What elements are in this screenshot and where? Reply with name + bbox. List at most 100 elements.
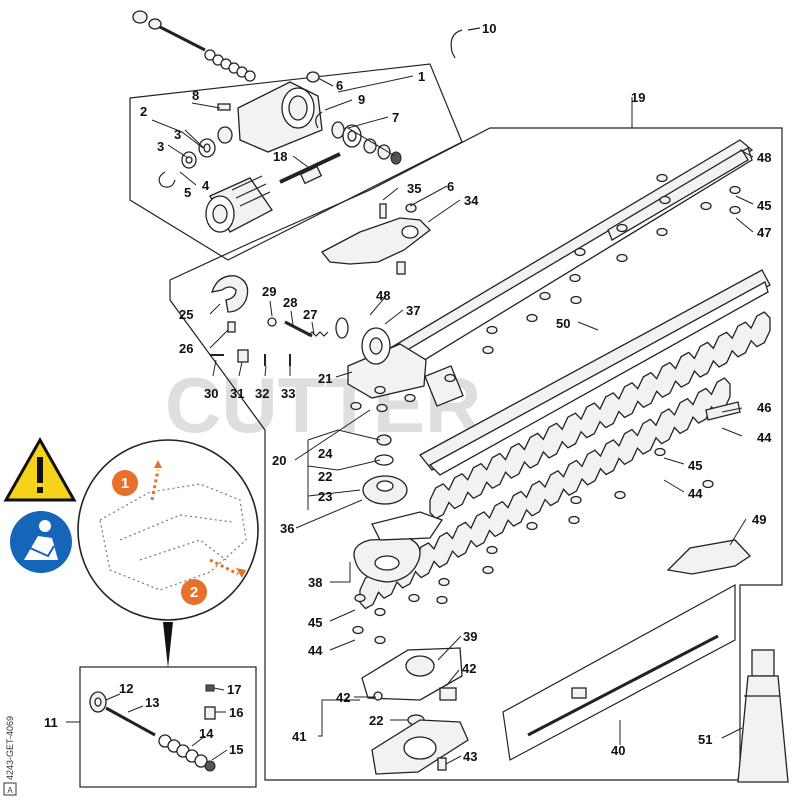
- label-17: 17: [227, 682, 241, 697]
- detail-sketch: [99, 483, 247, 591]
- label-42b: 42: [336, 690, 350, 705]
- arrow-2: [209, 558, 239, 576]
- part-42-block: [439, 687, 457, 701]
- label-32: 32: [255, 386, 269, 401]
- callout-1: 1: [112, 470, 138, 496]
- part-10-clip: [450, 29, 463, 59]
- label-11: 11: [44, 715, 58, 730]
- detail-magnifier: [77, 439, 259, 621]
- washer: [404, 393, 416, 403]
- label-23: 23: [318, 489, 332, 504]
- cutter-blade-upper: [429, 311, 771, 520]
- label-42: 42: [462, 661, 476, 676]
- washer: [729, 205, 741, 215]
- label-30: 30: [204, 386, 218, 401]
- part-6-nut: [306, 71, 320, 83]
- label-29: 29: [262, 284, 276, 299]
- washer: [350, 401, 362, 411]
- guard-frame: [502, 583, 736, 761]
- label-6b: 6: [447, 179, 454, 194]
- read-manual-icon: [10, 511, 72, 573]
- label-36: 36: [280, 521, 294, 536]
- label-39: 39: [463, 629, 477, 644]
- washer-set: [350, 173, 741, 645]
- washer: [482, 565, 494, 575]
- label-7: 7: [392, 110, 399, 125]
- label-8: 8: [192, 88, 199, 103]
- label-5: 5: [184, 185, 191, 200]
- label-15: 15: [229, 742, 243, 757]
- label-34: 34: [464, 193, 479, 208]
- label-12: 12: [119, 681, 133, 696]
- washer: [486, 545, 498, 555]
- label-19: 19: [631, 90, 645, 105]
- label-27: 27: [303, 307, 317, 322]
- washer: [374, 607, 386, 617]
- label-41: 41: [292, 729, 306, 744]
- pointer-to-kit: [163, 622, 173, 668]
- part-36-pulley: [362, 475, 408, 505]
- part-24-nut: [376, 434, 392, 446]
- kit-11-parts: [89, 684, 216, 772]
- part-28-pin: [284, 320, 313, 338]
- washer: [614, 490, 626, 500]
- label-45: 45: [757, 198, 771, 213]
- washer: [354, 593, 366, 603]
- label-4: 4: [202, 178, 210, 193]
- spacer: [396, 261, 406, 275]
- label-9: 9: [358, 92, 365, 107]
- washer: [568, 515, 580, 525]
- warning-triangle-icon: [3, 436, 77, 502]
- svg-text:A: A: [7, 786, 13, 795]
- part-29-ring: [267, 317, 277, 327]
- arrow-1: [150, 469, 160, 501]
- label-31: 31: [230, 386, 244, 401]
- part-49-guard: [666, 539, 751, 575]
- label-33: 33: [281, 386, 295, 401]
- washer: [700, 201, 712, 211]
- part-22-washer: [374, 454, 394, 466]
- washer: [526, 521, 538, 531]
- svg-text:2: 2: [190, 584, 198, 601]
- bearing-set-7: [331, 121, 402, 165]
- label-16: 16: [229, 705, 243, 720]
- washer: [616, 253, 628, 263]
- part-9-circlip: [315, 111, 323, 129]
- label-26: 26: [179, 341, 193, 356]
- label-28: 28: [283, 295, 297, 310]
- gasket: [335, 317, 349, 339]
- washer: [656, 173, 668, 183]
- label-21: 21: [318, 371, 332, 386]
- washer: [482, 345, 494, 355]
- label-13: 13: [145, 695, 159, 710]
- label-44: 44: [757, 430, 772, 445]
- gear-housing: [237, 81, 323, 153]
- label-45c: 45: [308, 615, 322, 630]
- svg-text:1: 1: [121, 475, 129, 492]
- blade-rail-upper: [607, 149, 749, 241]
- part-46-plate: [705, 401, 741, 421]
- washer: [569, 273, 581, 283]
- callout-2: 2: [181, 579, 207, 605]
- part-43-screw: [437, 757, 447, 771]
- washer: [376, 403, 388, 413]
- part-42-ball: [373, 691, 383, 701]
- label-25: 25: [179, 307, 193, 322]
- washer: [408, 593, 420, 603]
- label-43: 43: [463, 749, 477, 764]
- part-31: [237, 349, 249, 363]
- screw-35: [379, 203, 387, 219]
- washer: [352, 625, 364, 635]
- washer: [616, 223, 628, 233]
- part-25-clamp: [211, 275, 249, 313]
- pinion-parts: [158, 103, 233, 188]
- label-47: 47: [757, 225, 771, 240]
- label-44b: 44: [688, 486, 703, 501]
- label-14: 14: [199, 726, 214, 741]
- label-48: 48: [757, 150, 771, 165]
- label-44c: 44: [308, 643, 323, 658]
- label-45b: 45: [688, 458, 702, 473]
- blade-assembly-frame: [169, 127, 783, 781]
- label-3b: 3: [157, 139, 164, 154]
